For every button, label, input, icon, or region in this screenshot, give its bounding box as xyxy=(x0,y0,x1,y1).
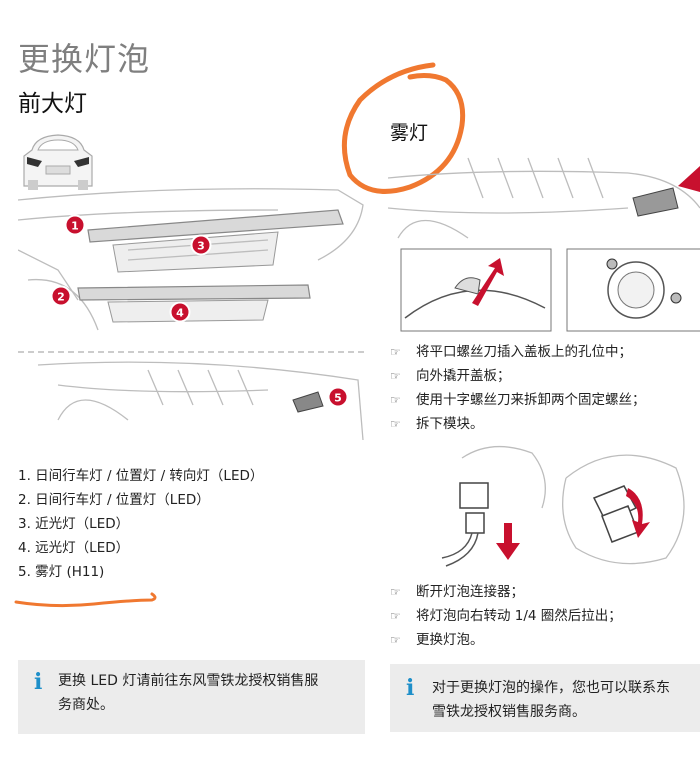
pointing-hand-icon: ☞ xyxy=(390,393,401,407)
step-row: ☞ 使用十字螺丝刀来拆卸两个固定螺丝； xyxy=(390,388,646,412)
red-arrow-icon xyxy=(472,258,504,306)
fog-lamp-outline xyxy=(292,391,324,413)
fog-lamp-heading: 雾灯 xyxy=(390,122,429,144)
car-left-headlight xyxy=(27,157,42,167)
note-line-1: 更换 LED 灯请前往东风雪铁龙授权销售服 xyxy=(58,673,319,689)
svg-text:1: 1 xyxy=(71,220,79,233)
drl-strip-2 xyxy=(77,284,311,301)
note-line-1: 对于更换灯泡的操作，您也可以联系东 xyxy=(432,680,670,696)
led-info-note: i 更换 LED 灯请前往东风雪铁龙授权销售服 务商处。 xyxy=(18,660,365,734)
callout-2: 2 xyxy=(50,285,72,307)
callout-5: 5 xyxy=(327,386,349,408)
step-row: ☞ 拆下模块。 xyxy=(390,412,646,436)
red-arrow-icon xyxy=(678,166,700,192)
info-icon: i xyxy=(406,675,415,701)
lamp-list: 1. 日间行车灯 / 位置灯 / 转向灯（LED） 2. 日间行车灯 / 位置灯… xyxy=(18,464,263,584)
svg-text:4: 4 xyxy=(176,307,184,320)
step-row: ☞ 更换灯泡。 xyxy=(390,628,622,652)
svg-text:5: 5 xyxy=(334,392,342,405)
page-title: 更换灯泡 xyxy=(18,40,151,78)
car-right-headlight xyxy=(74,157,89,167)
list-item: 2. 日间行车灯 / 位置灯（LED） xyxy=(18,492,210,508)
headlamp-diagram: 1 2 3 4 5 xyxy=(18,188,368,441)
callout-1: 1 xyxy=(64,214,86,236)
red-arrow-icon xyxy=(496,523,520,560)
callout-3: 3 xyxy=(190,234,212,256)
pointing-hand-icon: ☞ xyxy=(390,609,401,623)
callout-4: 4 xyxy=(169,301,191,323)
info-icon: i xyxy=(34,669,43,695)
step-row: ☞ 将平口螺丝刀插入盖板上的孔位中； xyxy=(390,340,646,364)
svg-text:3: 3 xyxy=(197,240,205,253)
bulb-rotate-diagram xyxy=(562,454,685,565)
pointing-hand-icon: ☞ xyxy=(390,345,401,359)
list-item: 5. 雾灯 (H11) xyxy=(18,564,105,580)
bulb-connector-diagram xyxy=(441,445,546,567)
pointing-hand-icon: ☞ xyxy=(390,369,401,383)
list-item: 1. 日间行车灯 / 位置灯 / 转向灯（LED） xyxy=(18,468,264,484)
fog-steps-bulb: ☞ 断开灯泡连接器； ☞ 将灯泡向右转动 1/4 圈然后拉出； ☞ 更换灯泡。 xyxy=(390,580,622,652)
pointing-hand-icon: ☞ xyxy=(390,417,401,431)
step-row: ☞ 向外撬开盖板； xyxy=(390,364,646,388)
step-row: ☞ 将灯泡向右转动 1/4 圈然后拉出； xyxy=(390,604,622,628)
note-line-2: 雪铁龙授权销售服务商。 xyxy=(432,704,586,720)
fog-info-note: i 对于更换灯泡的操作，您也可以联系东 雪铁龙授权销售服务商。 xyxy=(390,664,700,732)
fog-module-screws-diagram xyxy=(566,248,700,332)
pointing-hand-icon: ☞ xyxy=(390,585,401,599)
step-row: ☞ 断开灯泡连接器； xyxy=(390,580,622,604)
drl-strip-1 xyxy=(87,209,344,243)
fog-bumper-diagram xyxy=(388,157,700,239)
car-front-icon xyxy=(23,134,93,190)
svg-text:2: 2 xyxy=(57,291,65,304)
cover-pry-diagram xyxy=(400,248,552,332)
orange-underline-annotation xyxy=(14,592,157,608)
pointing-hand-icon: ☞ xyxy=(390,633,401,647)
list-item: 3. 近光灯（LED） xyxy=(18,516,130,532)
note-line-2: 务商处。 xyxy=(58,697,114,713)
front-headlamp-heading: 前大灯 xyxy=(18,91,87,117)
red-rotate-arrow-icon xyxy=(626,488,650,538)
orange-circle-annotation xyxy=(341,62,466,194)
list-item: 4. 远光灯（LED） xyxy=(18,540,130,556)
fog-steps-removal: ☞ 将平口螺丝刀插入盖板上的孔位中； ☞ 向外撬开盖板； ☞ 使用十字螺丝刀来拆… xyxy=(390,340,646,436)
